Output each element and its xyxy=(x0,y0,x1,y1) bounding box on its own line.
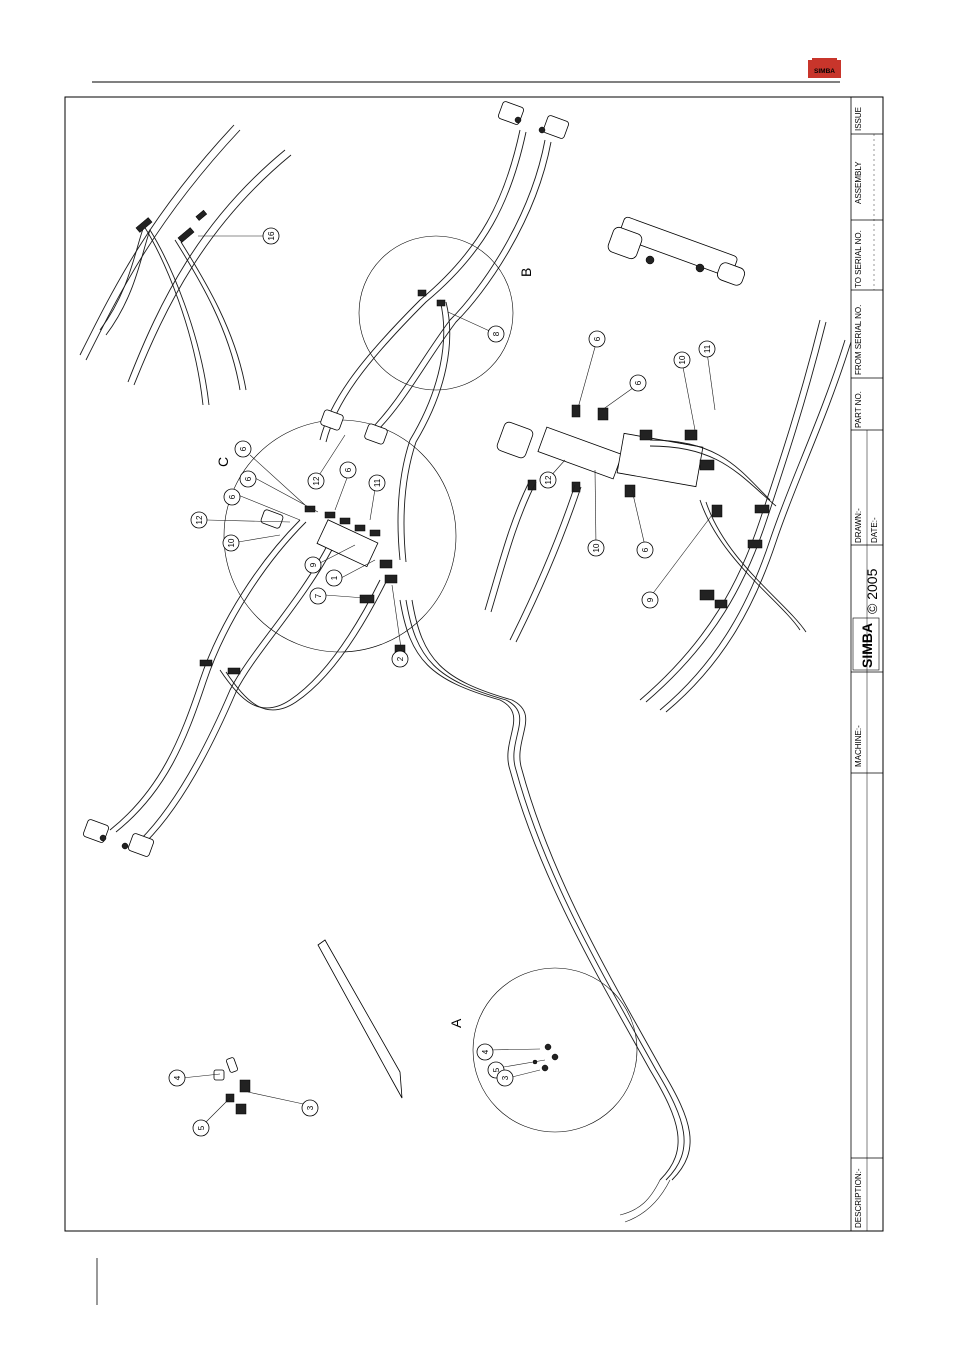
callout-12: 12 xyxy=(540,472,556,488)
callout-1: 1 xyxy=(326,570,342,586)
callout-3: 3 xyxy=(302,1100,318,1116)
drawn-label: DRAWN:- xyxy=(854,508,863,543)
callout-6e-text: 6 xyxy=(593,336,602,341)
callout-6: 6 xyxy=(630,375,646,391)
callout-12: 12 xyxy=(308,473,324,489)
detail-label-b: B xyxy=(518,268,534,277)
issue-label: ISSUE xyxy=(854,107,863,131)
callout-2: 2 xyxy=(392,651,408,667)
callout-6c-text: 6 xyxy=(228,494,237,499)
hose-set-top-left xyxy=(80,125,291,405)
callout-6: 6 xyxy=(235,441,251,457)
callout-6b-text: 6 xyxy=(244,476,253,481)
valve-assembly-right xyxy=(485,320,851,712)
bracket-top xyxy=(498,101,570,139)
callout-6g-text: 6 xyxy=(641,547,650,552)
callout-9: 9 xyxy=(305,557,321,573)
bracket-bottom-left xyxy=(83,819,155,857)
callout-5b-text: 5 xyxy=(492,1067,501,1072)
detail-label-c: C xyxy=(215,457,231,467)
callout-6d-text: 6 xyxy=(344,467,353,472)
callout-3b-text: 3 xyxy=(501,1075,510,1080)
callout-10c-text: 10 xyxy=(592,543,601,552)
loose-fittings xyxy=(214,1057,250,1114)
callout-12b-text: 12 xyxy=(195,515,204,524)
callout-9a-text: 9 xyxy=(309,562,318,567)
callout-9b-text: 9 xyxy=(646,597,655,602)
callout-3: 3 xyxy=(497,1070,513,1086)
callout-12a-text: 12 xyxy=(312,476,321,485)
callout-7: 7 xyxy=(310,588,326,604)
callout-6: 6 xyxy=(637,542,653,558)
callout-8-text: 8 xyxy=(492,331,501,336)
assembly-label: ASSEMBLY xyxy=(854,161,863,204)
simba-logo: SIMBA xyxy=(808,58,841,78)
callout-12c-text: 12 xyxy=(544,475,553,484)
callout-10: 10 xyxy=(674,352,690,368)
hydraulic-cylinder xyxy=(606,216,746,287)
callout-11a-text: 11 xyxy=(373,478,382,487)
flat-bar-part xyxy=(318,940,402,1098)
title-block: ISSUE ASSEMBLY TO SERIAL NO. FROM SERIAL… xyxy=(851,97,883,1231)
copyright-text: © 2005 xyxy=(864,568,880,614)
callout-7-text: 7 xyxy=(314,593,323,598)
callout-3a-text: 3 xyxy=(306,1105,315,1110)
fittings-detail-a xyxy=(533,1044,558,1071)
logo-text: SIMBA xyxy=(814,68,835,75)
date-label: DATE:- xyxy=(870,517,879,543)
callout-6f-text: 6 xyxy=(634,380,643,385)
callout-9: 9 xyxy=(642,592,658,608)
callout-balloons: 16 8 6 6 6 6 12 12 10 11 9 1 7 2 6 6 10 … xyxy=(169,228,715,1136)
callout-11: 11 xyxy=(369,475,385,491)
part-no-label: PART NO. xyxy=(854,391,863,428)
callout-4: 4 xyxy=(477,1044,493,1060)
hydraulic-assembly-drawing: B C A xyxy=(80,101,851,1222)
leader-lines xyxy=(182,312,715,1125)
brand-mark: SIMBA xyxy=(853,618,879,670)
callout-10: 10 xyxy=(588,540,604,556)
callout-8: 8 xyxy=(488,326,504,342)
description-label: DESCRIPTION:- xyxy=(854,1168,863,1228)
callout-10a-text: 10 xyxy=(227,538,236,547)
callout-6a-text: 6 xyxy=(239,446,248,451)
from-serial-label: FROM SERIAL NO. xyxy=(854,305,863,375)
callout-12: 12 xyxy=(191,512,207,528)
detail-circle-b xyxy=(359,236,513,390)
callout-5: 5 xyxy=(193,1120,209,1136)
callout-6: 6 xyxy=(240,471,256,487)
callout-11b-text: 11 xyxy=(703,344,712,353)
callout-6: 6 xyxy=(589,331,605,347)
callout-10b-text: 10 xyxy=(678,355,687,364)
callout-5a-text: 5 xyxy=(197,1125,206,1130)
callout-6: 6 xyxy=(224,489,240,505)
callout-16: 16 xyxy=(263,228,279,244)
callout-1-text: 1 xyxy=(330,575,339,580)
callout-11: 11 xyxy=(699,341,715,357)
callout-6: 6 xyxy=(340,462,356,478)
callout-2-text: 2 xyxy=(396,656,405,661)
callout-4a-text: 4 xyxy=(173,1075,182,1080)
callout-16-text: 16 xyxy=(267,231,276,240)
callout-4b-text: 4 xyxy=(481,1049,490,1054)
main-hose-run xyxy=(110,130,690,1222)
to-serial-label: TO SERIAL NO. xyxy=(854,230,863,288)
detail-label-a: A xyxy=(448,1018,464,1028)
callout-10: 10 xyxy=(223,535,239,551)
callout-4: 4 xyxy=(169,1070,185,1086)
machine-label: MACHINE:- xyxy=(854,725,863,767)
brand-text: SIMBA xyxy=(859,623,875,668)
